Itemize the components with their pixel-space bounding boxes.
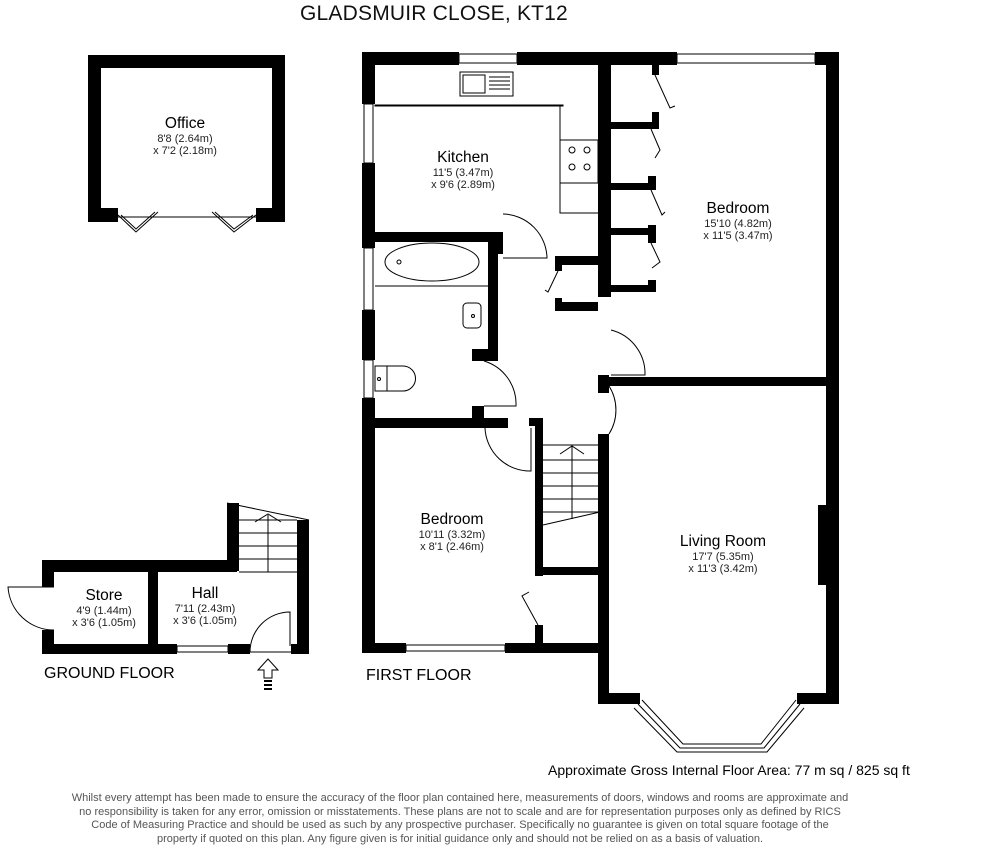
room-name: Kitchen: [437, 149, 489, 166]
disclaimer-line: Code of Measuring Practice and should be…: [91, 819, 829, 831]
disclaimer-line: Whilst every attempt has been made to en…: [71, 792, 849, 804]
entrance-arrow-icon: [256, 658, 280, 690]
room-dimension: 17'7 (5.35m): [692, 550, 754, 563]
disclaimer-line: no responsibility is taken for any error…: [79, 805, 841, 818]
ground-floor-plan: [7, 502, 310, 690]
store-door-swing: [7, 586, 55, 631]
room-dimension: x 3'6 (1.05m): [72, 617, 136, 630]
room-dimension: x 7'2 (2.18m): [153, 145, 217, 158]
disclaimer-line: property if quoted on this plan. Any fig…: [157, 832, 763, 845]
room-dimension: 4'9 (1.44m): [76, 604, 132, 617]
room-store: Store 4'9 (1.44m) x 3'6 (1.05m): [56, 587, 152, 630]
room-living-room: Living Room 17'7 (5.35m) x 11'3 (3.42m): [648, 533, 798, 576]
basin-icon: [462, 302, 482, 329]
room-dimension: 15'10 (4.82m): [704, 217, 772, 230]
room-dimension: 11'5 (3.47m): [432, 166, 494, 179]
bifold-door-icon: [211, 211, 257, 233]
room-dimension: x 11'3 (3.42m): [688, 563, 758, 576]
bifold-door-icon: [117, 211, 159, 233]
first-floor-plan: [362, 52, 839, 753]
stairs-up-arrow-icon: [559, 445, 585, 455]
room-dimension: x 11'5 (3.47m): [703, 230, 773, 243]
room-dimension: x 8'1 (2.46m): [420, 541, 484, 554]
room-name: Office: [164, 115, 206, 132]
room-dimension: x 9'6 (2.89m): [431, 179, 495, 192]
room-dimension: 7'11 (2.43m): [174, 602, 236, 615]
first-floor-stairs: [542, 444, 601, 526]
office-outbuilding: [88, 55, 285, 233]
room-kitchen: Kitchen 11'5 (3.47m) x 9'6 (2.89m): [388, 149, 538, 192]
disclaimer: Whilst every attempt has been made to en…: [20, 792, 900, 846]
room-name: Bedroom: [706, 200, 770, 217]
ground-floor-label: GROUND FLOOR: [44, 665, 175, 682]
ground-floor-stairs: [239, 515, 297, 573]
plan-title: GLADSMUIR CLOSE, KT12: [300, 2, 568, 25]
toilet-icon: [374, 365, 416, 392]
room-name: Store: [85, 587, 123, 604]
room-bedroom-2: Bedroom 10'11 (3.32m) x 8'1 (2.46m): [377, 511, 527, 554]
bay-window: [633, 699, 805, 753]
entrance-door-swing: [249, 611, 291, 653]
room-name: Hall: [191, 585, 219, 602]
room-name: Living Room: [679, 533, 767, 550]
bath-icon: [384, 242, 480, 282]
room-dimension: 8'8 (2.64m): [157, 132, 213, 145]
stairs-up-arrow-icon: [254, 513, 282, 523]
room-name: Bedroom: [420, 511, 484, 528]
room-office: Office 8'8 (2.64m) x 7'2 (2.18m): [110, 115, 260, 158]
first-floor-label: FIRST FLOOR: [366, 667, 472, 684]
room-bedroom-1: Bedroom 15'10 (4.82m) x 11'5 (3.47m): [663, 200, 813, 243]
floor-area-summary: Approximate Gross Internal Floor Area: 7…: [548, 762, 910, 778]
room-dimension: 10'11 (3.32m): [418, 528, 486, 541]
room-hall: Hall 7'11 (2.43m) x 3'6 (1.05m): [160, 585, 250, 628]
room-dimension: x 3'6 (1.05m): [173, 615, 237, 628]
sink-icon: [459, 71, 514, 97]
